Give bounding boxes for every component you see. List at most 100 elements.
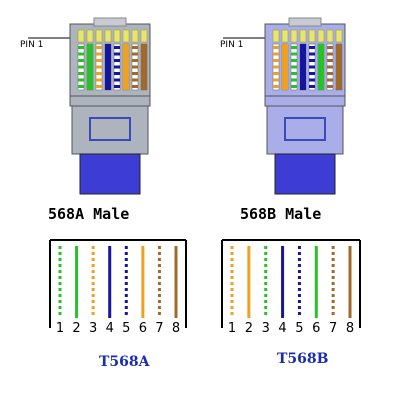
plug-strain-relief — [71, 105, 149, 155]
plug-wire-5-stripe — [114, 65, 120, 69]
plug-window — [284, 117, 326, 141]
plug-window — [89, 117, 131, 141]
pin-number-5: 5 — [295, 321, 303, 336]
pin-number-4: 4 — [106, 321, 114, 336]
plug-contact-7 — [326, 29, 334, 43]
plug-collar — [264, 95, 346, 107]
plug-contact-1 — [272, 29, 280, 43]
plug-wire-1-stripe — [78, 46, 84, 49]
plug-wire-7-stripe — [132, 78, 138, 82]
plug-wire-1-stripe — [273, 46, 279, 49]
plug-wire-3-stripe — [291, 59, 297, 62]
plug-wire-3-stripe — [96, 46, 102, 49]
plug-wire-8-solid — [336, 44, 342, 90]
plug-wire-1-stripe — [78, 85, 84, 88]
title-568b: 568B Male — [240, 205, 322, 223]
plug-wire-7-stripe — [327, 46, 333, 49]
plug-wire-5-stripe — [309, 85, 315, 88]
pin-number-2: 2 — [245, 321, 253, 336]
plug-top-clip — [93, 17, 127, 27]
plug-contact-5 — [113, 29, 121, 43]
plug-wire-8-solid — [141, 44, 147, 90]
plug-wire-1-stripe — [273, 78, 279, 82]
plug-wire-4-solid — [300, 44, 306, 90]
plug-wire-7-stripe — [132, 59, 138, 62]
plug-contact-6 — [317, 29, 325, 43]
cable-boot — [274, 153, 336, 195]
plug-wire-5-stripe — [309, 59, 315, 62]
plug-wire-5-stripe — [309, 78, 315, 82]
pin-number-8: 8 — [172, 321, 180, 336]
pin1-label-568a: PIN 1 — [20, 40, 44, 50]
plug-wire-3-stripe — [291, 85, 297, 88]
plug-contact-7 — [131, 29, 139, 43]
plug-wire-3-stripe — [291, 46, 297, 49]
plug-wire-7-stripe — [132, 52, 138, 56]
plug-wire-3-stripe — [291, 52, 297, 56]
pin-number-6: 6 — [312, 321, 320, 336]
plug-contact-2 — [86, 29, 94, 43]
plug-wire-3-stripe — [96, 78, 102, 82]
plug-wire-5-stripe — [114, 52, 120, 56]
plug-wire-7-stripe — [132, 85, 138, 88]
plug-wire-3-stripe — [291, 65, 297, 69]
plug-contact-3 — [290, 29, 298, 43]
plug-top-clip — [288, 17, 322, 27]
plug-wire-1-stripe — [78, 78, 84, 82]
plug-wire-5-stripe — [114, 72, 120, 75]
plug-wire-7-stripe — [132, 65, 138, 69]
plug-wire-1-stripe — [78, 65, 84, 69]
plug-wire-5-stripe — [114, 59, 120, 62]
plug-contact-1 — [77, 29, 85, 43]
plug-wire-6-solid — [318, 44, 324, 90]
plug-568b-illustration — [223, 17, 346, 195]
plug-wire-7-stripe — [132, 46, 138, 49]
plug-contact-4 — [104, 29, 112, 43]
plug-568a-illustration — [28, 17, 151, 195]
plug-wire-3-stripe — [96, 85, 102, 88]
plug-wire-5-stripe — [309, 72, 315, 75]
plug-strain-relief — [266, 105, 344, 155]
plug-wire-7-stripe — [327, 72, 333, 75]
plug-wire-1-stripe — [273, 52, 279, 56]
plug-contact-6 — [122, 29, 130, 43]
plug-wire-7-stripe — [327, 59, 333, 62]
cable-boot — [79, 153, 141, 195]
plug-wire-3-stripe — [96, 65, 102, 69]
plug-wire-4-solid — [105, 44, 111, 90]
plug-wire-7-stripe — [327, 85, 333, 88]
pin-number-3: 3 — [89, 321, 97, 336]
pin-number-7: 7 — [329, 321, 337, 336]
plug-wire-7-stripe — [327, 52, 333, 56]
pin-number-7: 7 — [155, 321, 163, 336]
plug-wire-5-stripe — [309, 65, 315, 69]
plug-contact-8 — [140, 29, 148, 43]
plug-wire-2-solid — [282, 44, 288, 90]
plug-wire-3-stripe — [96, 72, 102, 75]
plug-wire-7-stripe — [327, 78, 333, 82]
plug-wire-3-stripe — [96, 59, 102, 62]
plug-collar — [69, 95, 151, 107]
plug-wire-5-stripe — [309, 46, 315, 49]
pin-number-8: 8 — [346, 321, 354, 336]
pin-number-4: 4 — [278, 321, 286, 336]
plug-wire-3-stripe — [291, 72, 297, 75]
plug-wire-5-stripe — [114, 85, 120, 88]
plug-wire-5-stripe — [309, 52, 315, 56]
plug-wire-7-stripe — [327, 65, 333, 69]
plug-wire-6-solid — [123, 44, 129, 90]
plug-contact-4 — [299, 29, 307, 43]
title-568a: 568A Male — [48, 205, 130, 223]
plug-wire-1-stripe — [78, 59, 84, 62]
pin-number-1: 1 — [228, 321, 236, 336]
plug-wire-1-stripe — [273, 65, 279, 69]
standard-label-568a: T568A — [99, 354, 150, 370]
pin-number-3: 3 — [262, 321, 270, 336]
plug-wire-7-stripe — [132, 72, 138, 75]
plug-wire-5-stripe — [114, 78, 120, 82]
plug-contact-8 — [335, 29, 343, 43]
plug-wire-2-solid — [87, 44, 93, 90]
